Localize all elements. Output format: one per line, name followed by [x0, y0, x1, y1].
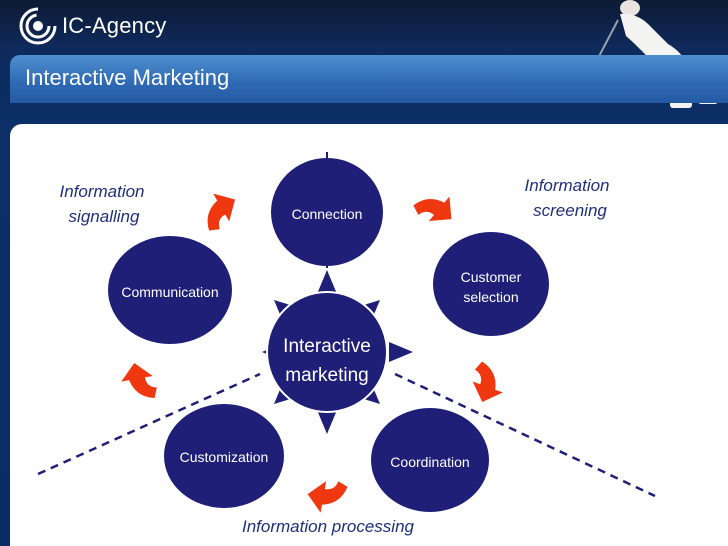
cycle-arrow-icon [410, 182, 462, 233]
node-connection [271, 158, 383, 266]
interactive-marketing-diagram: Interactive marketing Connection Custome… [37, 152, 656, 536]
center-label-line2: marketing [285, 365, 368, 386]
phase-screening-line1: Information [524, 176, 609, 195]
node-communication [108, 236, 232, 344]
dashed-line-left [37, 372, 261, 476]
page-number: 4! [700, 528, 709, 539]
node-customer-selection-label-line2: selection [463, 289, 518, 305]
title-bar: Interactive Marketing [10, 55, 728, 103]
cycle-arrow-icon [194, 185, 245, 235]
node-customization [164, 404, 284, 508]
node-communication-label: Communication [121, 284, 218, 300]
node-coordination-label: Coordination [390, 454, 469, 470]
phase-signalling-line1: Information [59, 182, 144, 201]
cycle-arrow-icon [304, 476, 349, 517]
page-title: Interactive Marketing [25, 65, 230, 90]
center-label-line1: Interactive [283, 336, 371, 357]
logo-swirl-icon [19, 7, 57, 45]
node-customer-selection [433, 232, 549, 336]
content-panel: Interactive marketing Connection Custome… [10, 124, 728, 546]
node-customer-selection-label-line1: Customer [461, 269, 522, 285]
center-star [262, 270, 413, 434]
node-coordination [371, 408, 489, 512]
logo-prefix: IC [62, 13, 85, 38]
node-connection-label: Connection [292, 206, 363, 222]
cycle-arrow-icon [465, 360, 511, 408]
logo: IC-Agency [18, 6, 167, 46]
logo-suffix: -Agency [84, 13, 167, 38]
dashed-line-right [394, 372, 656, 498]
node-customization-label: Customization [180, 449, 269, 465]
cycle-arrow-icon [118, 359, 159, 404]
phase-signalling-line2: signalling [69, 207, 140, 226]
phase-processing: Information processing [242, 517, 415, 536]
phase-screening-line2: screening [533, 201, 607, 220]
logo-text: IC-Agency [62, 13, 167, 39]
